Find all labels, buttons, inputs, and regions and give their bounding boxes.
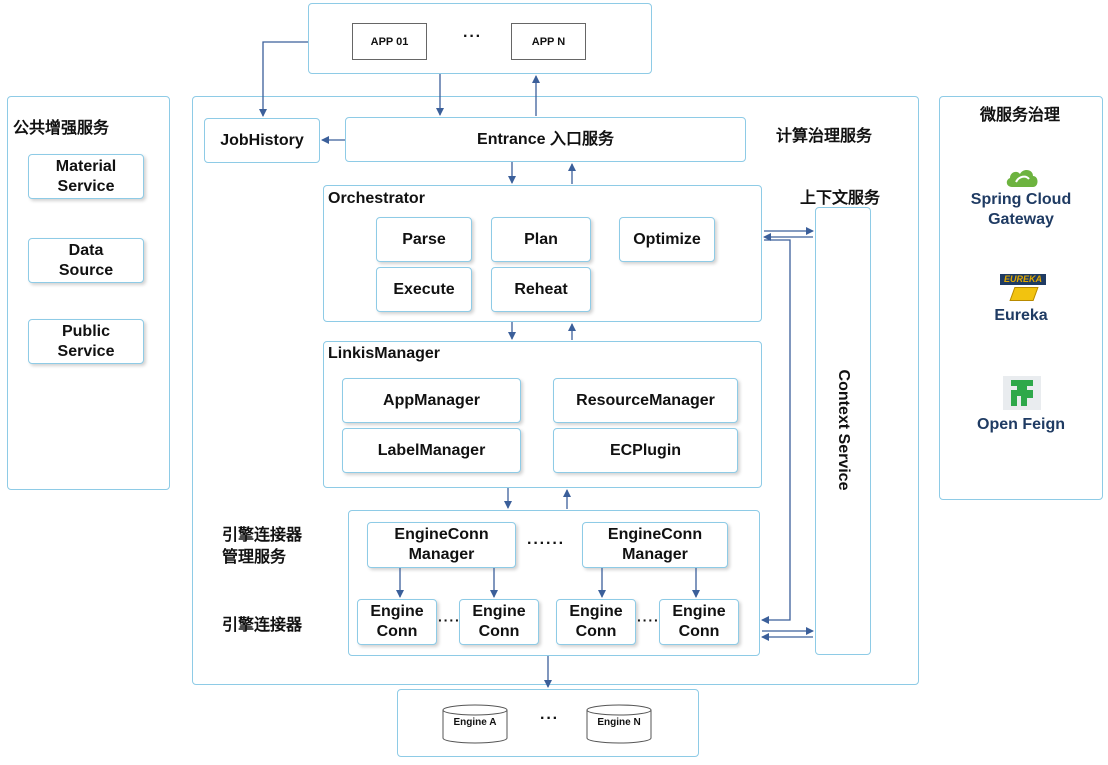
engine-n-label: Engine N [597,717,641,728]
left-panel-title: 公共增强服务 [13,120,110,137]
context-service-title: 上下文服务 [800,190,881,207]
entrance-box[interactable]: Entrance 入口服务 [345,117,746,162]
ecm-ellipsis: ······ [527,535,565,552]
ec-3-line1: Engine [569,603,623,620]
parse-box[interactable]: Parse [376,217,472,262]
ecm-1-line1: EngineConn [394,526,489,543]
ec-1-line2: Conn [376,623,418,640]
app-manager-box[interactable]: AppManager [342,378,521,423]
spring-cloud-line2: Gateway [988,211,1054,228]
ec-1-line1: Engine [370,603,424,620]
spring-cloud-icon [1006,170,1038,187]
engine-ellipsis: ··· [540,710,559,727]
context-service-box[interactable] [815,207,871,655]
eureka-gold-bars [1009,287,1039,301]
app-01-box[interactable]: APP 01 [352,23,427,60]
compute-governance-title: 计算治理服务 [776,128,873,145]
app-n-box[interactable]: APP N [511,23,586,60]
label-manager-box[interactable]: LabelManager [342,428,521,473]
ecm-service-label: 引擎连接器 管理服务 [222,525,302,569]
eureka-logo-text: EUREKA [1000,274,1046,285]
ecm-service-line1: 引擎连接器 [222,527,303,544]
ecm-1-line2: Manager [408,546,475,563]
public-service-line1: Public [61,322,110,340]
ecm-2-line2: Manager [622,546,688,563]
ec-plugin-box[interactable]: ECPlugin [553,428,738,473]
engine-a-label: Engine A [453,717,497,728]
ec-2-line2: Conn [478,623,520,640]
ec-2-line1: Engine [472,603,526,620]
material-service-line2: Service [57,177,115,195]
linkis-manager-title: LinkisManager [328,345,441,362]
app-ellipsis: ··· [463,28,482,45]
spring-cloud-line1: Spring Cloud [970,191,1072,208]
ec-4-line1: Engine [672,603,726,620]
ec-4-line2: Conn [678,623,720,640]
ecm-2-line1: EngineConn [607,526,703,543]
data-source-line2: Source [58,261,114,279]
open-feign-icon [1003,376,1041,410]
execute-box[interactable]: Execute [376,267,472,312]
right-panel-title: 微服务治理 [980,107,1061,124]
material-service-line1: Material [55,157,117,175]
ec-3-line2: Conn [575,623,617,640]
context-service-label: Context Service [835,369,852,491]
reheat-box[interactable]: Reheat [491,267,591,312]
eureka-icon: EUREKA [1000,274,1046,302]
optimize-box[interactable]: Optimize [619,217,715,262]
ec-ellipsis-1: ····· [438,612,467,628]
engine-n-cylinder-icon [586,704,652,744]
ec-ellipsis-2: ····· [637,612,666,628]
ecm-service-line2: 管理服务 [222,549,287,566]
engine-conn-label: 引擎连接器 [222,617,303,634]
eureka-label: Eureka [994,307,1048,324]
orchestrator-title: Orchestrator [328,190,425,207]
public-service-line2: Service [57,342,115,360]
spring-cloud-gateway-label: Spring Cloud Gateway [939,190,1103,230]
open-feign-label: Open Feign [977,416,1065,433]
job-history-box[interactable]: JobHistory [204,118,320,163]
plan-box[interactable]: Plan [491,217,591,262]
data-source-line1: Data [68,241,104,259]
engine-a-cylinder-icon [442,704,508,744]
resource-manager-box[interactable]: ResourceManager [553,378,738,423]
